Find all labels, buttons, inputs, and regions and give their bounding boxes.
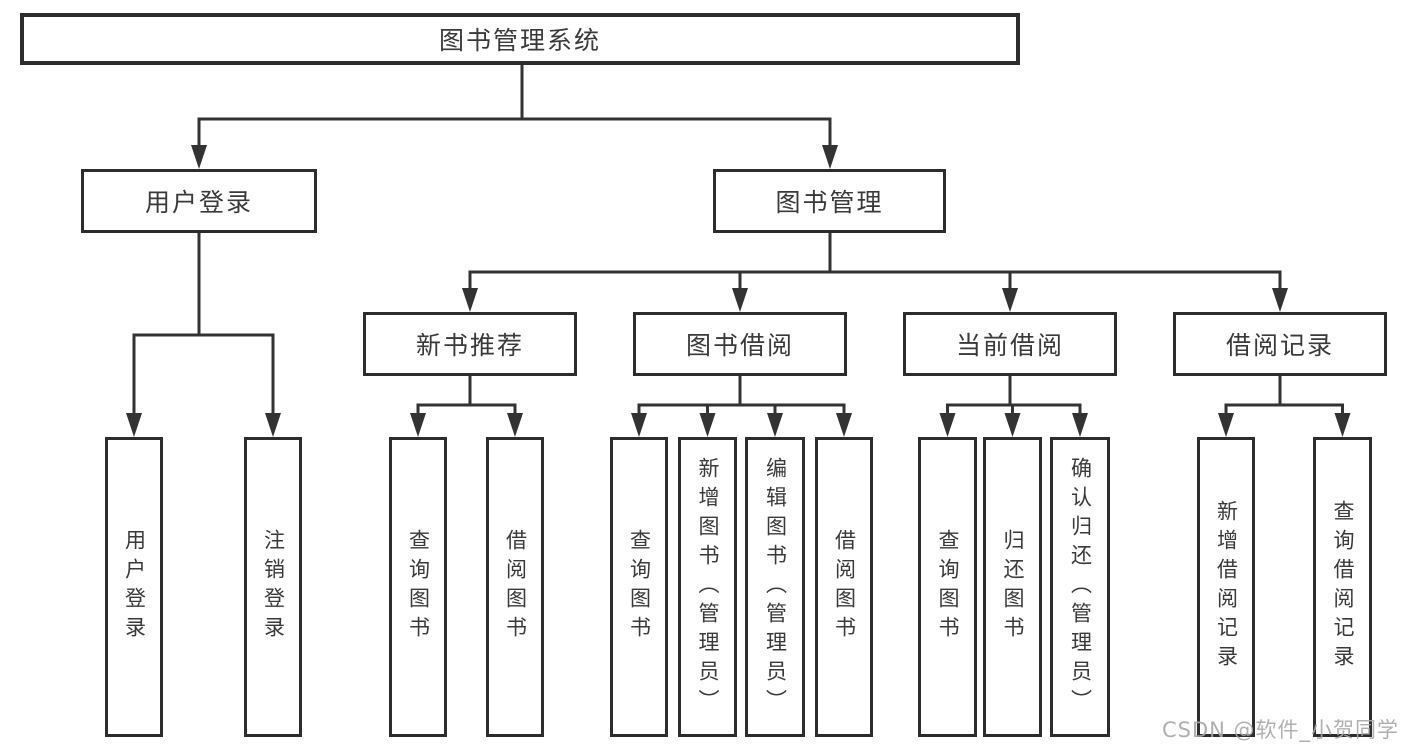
leaf-query-borrow-record: 查询借阅记录 [1313, 437, 1372, 737]
leaf-edit-books-admin: 编辑图书（管理员） [745, 437, 805, 737]
leaf-query-books-borrow: 查询图书 [610, 437, 668, 737]
leaf-return-books: 归还图书 [983, 437, 1042, 737]
node-book-management: 图书管理 [713, 169, 946, 233]
watermark: CSDN @软件_小贺同学 [1162, 718, 1400, 742]
leaf-user-login: 用户登录 [105, 437, 163, 737]
leaf-confirm-return-admin: 确认归还（管理员） [1050, 437, 1110, 737]
leaf-add-books-admin: 新增图书（管理员） [678, 437, 737, 737]
node-user-login: 用户登录 [81, 169, 317, 233]
node-library-management-system: 图书管理系统 [20, 13, 1020, 65]
leaf-add-borrow-record: 新增借阅记录 [1197, 437, 1255, 737]
node-current-borrow: 当前借阅 [903, 312, 1117, 376]
leaf-borrow-books-recommend: 借阅图书 [486, 437, 544, 737]
node-new-book-recommend: 新书推荐 [363, 312, 577, 376]
node-borrow-records: 借阅记录 [1173, 312, 1387, 376]
leaf-query-books-current: 查询图书 [918, 437, 977, 737]
node-book-borrow: 图书借阅 [633, 312, 847, 376]
leaf-logout: 注销登录 [244, 437, 302, 737]
leaf-query-books-recommend: 查询图书 [389, 437, 447, 737]
leaf-borrow-books: 借阅图书 [815, 437, 873, 737]
